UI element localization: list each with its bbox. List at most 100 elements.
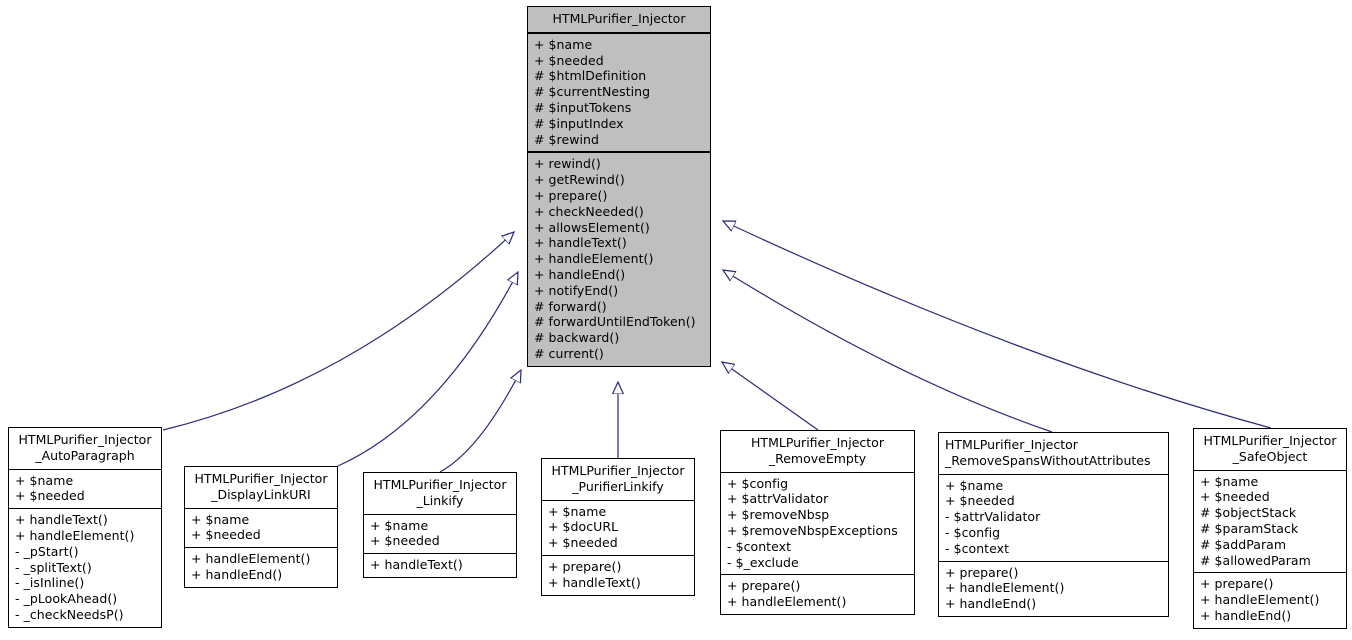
class-title: HTMLPurifier_Injector _RemoveSpansWithou… xyxy=(939,433,1168,475)
class-title: HTMLPurifier_Injector _Linkify xyxy=(364,473,516,515)
member-attribute: + $name xyxy=(534,36,593,52)
member-method: + allowsElement() xyxy=(534,219,650,235)
member-method: + handleText() xyxy=(548,574,641,590)
class-title: HTMLPurifier_Injector _AutoParagraph xyxy=(9,428,161,470)
class-attributes: + $name + $needed xyxy=(9,470,161,509)
class-title: HTMLPurifier_Injector _SafeObject xyxy=(1194,429,1346,471)
edge-linkify xyxy=(439,370,521,473)
member-method: - _isInline() xyxy=(15,575,85,591)
class-methods: + rewind() + getRewind() + prepare() + c… xyxy=(528,151,710,365)
member-method: - _pLookAhead() xyxy=(15,591,118,607)
member-method: + prepare() xyxy=(1200,576,1274,592)
member-method: + handleElement() xyxy=(945,580,1065,596)
class-box-removeempty[interactable]: HTMLPurifier_Injector _RemoveEmpty + $co… xyxy=(720,430,915,615)
class-box-purifierlinkify[interactable]: HTMLPurifier_Injector _PurifierLinkify +… xyxy=(541,458,695,596)
member-attribute: + $docURL xyxy=(548,519,619,535)
member-method: + handleEnd() xyxy=(945,596,1037,612)
class-box-safeobject[interactable]: HTMLPurifier_Injector _SafeObject + $nam… xyxy=(1193,428,1347,629)
class-title: HTMLPurifier_Injector _PurifierLinkify xyxy=(542,459,694,501)
member-attribute: + $name xyxy=(370,517,429,533)
member-method: + handleText() xyxy=(534,235,627,251)
member-method: + rewind() xyxy=(534,156,601,172)
member-attribute: - $context xyxy=(727,538,792,554)
member-attribute: # $inputTokens xyxy=(534,99,632,115)
member-method: + handleEnd() xyxy=(191,566,283,582)
member-method: - _splitText() xyxy=(15,559,92,575)
member-method: + getRewind() xyxy=(534,172,625,188)
member-attribute: + $config xyxy=(727,475,789,491)
member-attribute: + $name xyxy=(1200,473,1259,489)
member-method: + checkNeeded() xyxy=(534,203,644,219)
member-attribute: - $_exclude xyxy=(727,554,799,570)
member-method: + handleElement() xyxy=(727,594,847,610)
member-attribute: + $name xyxy=(548,503,607,519)
edge-safeobject xyxy=(723,221,1272,429)
member-method: + prepare() xyxy=(727,578,801,594)
member-attribute: + $name xyxy=(945,477,1004,493)
class-title: HTMLPurifier_Injector _DisplayLinkURI xyxy=(185,467,337,509)
class-box-htmlpurifier-injector[interactable]: HTMLPurifier_Injector + $name + $needed … xyxy=(527,6,711,367)
member-method: - _pStart() xyxy=(15,543,79,559)
member-attribute: - $attrValidator xyxy=(945,509,1041,525)
member-method: + handleElement() xyxy=(15,527,135,543)
member-attribute: # $currentNesting xyxy=(534,84,651,100)
class-attributes: + $config + $attrValidator + $removeNbsp… xyxy=(721,473,914,575)
member-method: + handleText() xyxy=(15,512,108,528)
class-box-autoparagraph[interactable]: HTMLPurifier_Injector _AutoParagraph + $… xyxy=(8,427,162,628)
member-attribute: # $allowedParam xyxy=(1200,552,1311,568)
member-method: + prepare() xyxy=(945,564,1019,580)
member-method: # forward() xyxy=(534,298,607,314)
member-attribute: + $attrValidator xyxy=(727,491,829,507)
member-method: + handleEnd() xyxy=(534,266,626,282)
edge-removespans xyxy=(723,270,1053,433)
class-methods: + prepare() + handleText() xyxy=(542,554,694,595)
class-methods: + prepare() + handleElement() xyxy=(721,574,914,614)
class-attributes: + $name + $needed xyxy=(185,509,337,548)
member-method: + notifyEnd() xyxy=(534,282,619,298)
class-attributes: + $name + $needed # $htmlDefinition # $c… xyxy=(528,34,710,152)
member-attribute: # $inputIndex xyxy=(534,115,624,131)
member-attribute: + $name xyxy=(15,472,74,488)
member-method: + handleElement() xyxy=(191,551,311,567)
class-attributes: + $name + $needed - $attrValidator - $co… xyxy=(939,475,1168,561)
member-attribute: # $rewind xyxy=(534,131,599,147)
member-attribute: + $removeNbspExceptions xyxy=(727,522,898,538)
member-method: + prepare() xyxy=(548,558,622,574)
class-box-removespanswithoutattributes[interactable]: HTMLPurifier_Injector _RemoveSpansWithou… xyxy=(938,432,1169,617)
class-title: HTMLPurifier_Injector xyxy=(528,7,710,34)
edge-autoparagraph xyxy=(162,232,514,431)
member-attribute: + $needed xyxy=(1200,489,1270,505)
member-attribute: + $needed xyxy=(945,493,1015,509)
class-attributes: + $name + $needed # $objectStack # $para… xyxy=(1194,471,1346,573)
member-attribute: # $htmlDefinition xyxy=(534,68,647,84)
class-methods: + prepare() + handleElement() + handleEn… xyxy=(1194,572,1346,627)
member-attribute: + $needed xyxy=(191,527,261,543)
class-attributes: + $name + $needed xyxy=(364,515,516,554)
member-method: + handleElement() xyxy=(1200,592,1320,608)
member-attribute: + $needed xyxy=(534,52,604,68)
class-methods: + handleText() xyxy=(364,553,516,577)
class-title: HTMLPurifier_Injector _RemoveEmpty xyxy=(721,431,914,473)
member-attribute: + $needed xyxy=(548,535,618,551)
class-methods: + prepare() + handleElement() + handleEn… xyxy=(939,560,1168,616)
class-box-displaylinkuri[interactable]: HTMLPurifier_Injector _DisplayLinkURI + … xyxy=(184,466,338,588)
class-methods: + handleText() + handleElement() - _pSta… xyxy=(9,508,161,627)
edge-removeempty xyxy=(722,362,819,431)
member-attribute: + $removeNbsp xyxy=(727,507,830,523)
member-attribute: # $addParam xyxy=(1200,536,1287,552)
member-method: + handleElement() xyxy=(534,251,654,267)
class-box-linkify[interactable]: HTMLPurifier_Injector _Linkify + $name +… xyxy=(363,472,517,578)
member-attribute: - $config xyxy=(945,524,1001,540)
member-method: # forwardUntilEndToken() xyxy=(534,314,696,330)
member-attribute: + $needed xyxy=(15,488,85,504)
member-attribute: # $paramStack xyxy=(1200,520,1299,536)
member-method: + handleText() xyxy=(370,557,463,573)
class-methods: + handleElement() + handleEnd() xyxy=(185,547,337,587)
member-method: - _checkNeedsP() xyxy=(15,606,124,622)
member-method: # current() xyxy=(534,345,604,361)
member-attribute: # $objectStack xyxy=(1200,505,1297,521)
edge-displaylinkuri xyxy=(337,272,518,467)
member-method: + handleEnd() xyxy=(1200,607,1292,623)
member-method: # backward() xyxy=(534,330,620,346)
